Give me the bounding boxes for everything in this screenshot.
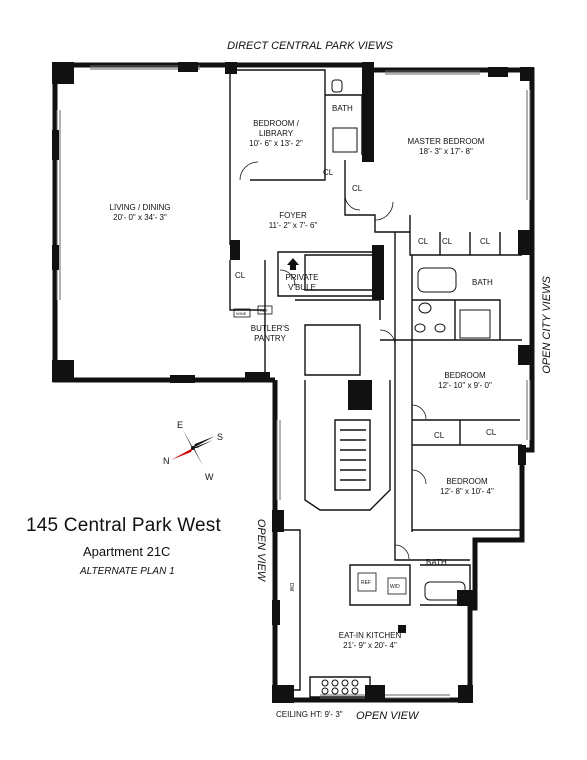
apartment-number: Apartment 21C <box>83 544 171 559</box>
building-address: 145 Central Park West <box>26 515 221 536</box>
compass-n: N <box>163 456 170 466</box>
room-bedroom-library-name1: BEDROOM / <box>253 119 300 128</box>
compass-icon: N E S W <box>163 420 223 482</box>
view-label-left: OPEN VIEW <box>255 519 267 583</box>
closet-label: CL <box>235 271 246 280</box>
room-bedroom2-name: BEDROOM <box>444 371 486 380</box>
room-bedroom3-size: 12'- 8" x 10'- 4" <box>440 487 494 496</box>
closet-label: CL <box>352 184 363 193</box>
closet-label: CL <box>486 428 497 437</box>
room-master-size: 18'- 3" x 17'- 8" <box>419 147 473 156</box>
room-bath2-name: BATH <box>472 278 493 287</box>
entry-arrow-icon <box>287 258 299 270</box>
closet-label: CL <box>442 237 453 246</box>
closet-labels: CL CL CL CL CL CL CL CL <box>235 168 497 440</box>
room-master-name: MASTER BEDROOM <box>408 137 485 146</box>
room-foyer-size: 11'- 2" x 7'- 6" <box>269 221 318 230</box>
plan-name: ALTERNATE PLAN 1 <box>80 566 175 577</box>
closet-label: CL <box>480 237 491 246</box>
room-kitchen-size: 21'- 9" x 20'- 4" <box>343 641 397 650</box>
room-vestibule-name2: V'BULE <box>288 283 316 292</box>
room-labels: BEDROOM / LIBRARY 10'- 6" x 13'- 2" BATH… <box>110 104 494 650</box>
view-label-top: DIRECT CENTRAL PARK VIEWS <box>227 40 394 52</box>
room-living-name: LIVING / DINING <box>110 203 171 212</box>
wine-fridge-label: WINE <box>236 311 247 316</box>
closet-label: CL <box>434 431 445 440</box>
closet-label: CL <box>323 168 334 177</box>
room-bedroom-library-name2: LIBRARY <box>259 129 294 138</box>
room-bedroom3-name: BEDROOM <box>446 477 488 486</box>
view-label-bottom: OPEN VIEW <box>356 710 419 722</box>
compass-e: E <box>177 420 183 430</box>
room-butlers-name1: BUTLER'S <box>251 324 289 333</box>
room-vestibule-name1: PRIVATE <box>285 273 318 282</box>
room-bath1-name: BATH <box>332 104 353 113</box>
room-bath3-name: BATH <box>426 558 447 567</box>
room-kitchen-name: EAT-IN KITCHEN <box>339 631 402 640</box>
room-living-size: 20'- 0" x 34'- 3" <box>113 213 167 222</box>
washer-dryer-label: W/D <box>390 584 400 590</box>
dishwasher-label: DW <box>288 583 294 592</box>
room-foyer-name: FOYER <box>279 211 307 220</box>
walls <box>52 62 535 703</box>
room-bedroom2-size: 12'- 10" x 9'- 0" <box>438 381 492 390</box>
fridge-label: REF <box>260 308 269 313</box>
room-bedroom-library-size: 10'- 6" x 13'- 2" <box>249 139 303 148</box>
room-butlers-name2: PANTRY <box>254 334 286 343</box>
compass-w: W <box>205 472 214 482</box>
view-label-right: OPEN CITY VIEWS <box>541 276 553 374</box>
kitchen-fridge-label: REF <box>361 580 371 586</box>
ceiling-height: CEILING HT: 9'- 3" <box>276 710 343 719</box>
appliance-labels: WINE REF REF W/D DW <box>233 305 407 595</box>
closet-label: CL <box>418 237 429 246</box>
compass-s: S <box>217 432 223 442</box>
